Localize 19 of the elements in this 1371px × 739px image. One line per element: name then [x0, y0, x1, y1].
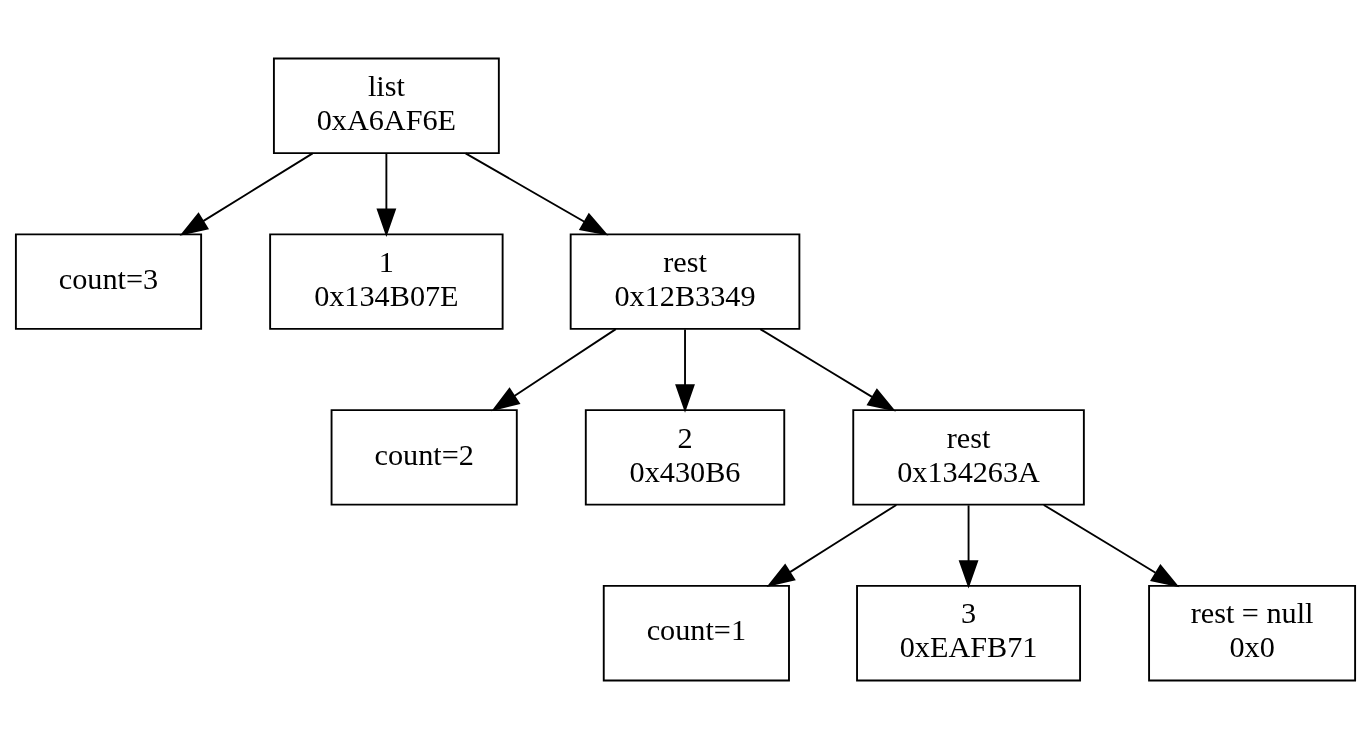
arrow	[958, 504, 979, 589]
node-box: 3 0xEAFB71	[856, 585, 1082, 682]
node-box: count=2	[330, 409, 518, 506]
node-box: 1 0x134B07E	[269, 233, 504, 330]
node-box: count=3	[14, 233, 203, 330]
node-box: rest 0x134263A	[852, 409, 1085, 506]
node-box: rest 0x12B3349	[569, 233, 801, 330]
arrow	[376, 152, 397, 237]
arrow	[491, 328, 617, 412]
node-box: list 0xA6AF6E	[272, 57, 500, 154]
arrow	[179, 152, 314, 236]
arrow	[675, 328, 695, 413]
arrow	[464, 152, 609, 236]
arrow	[759, 328, 896, 412]
arrow	[1042, 504, 1180, 588]
node-box: rest = null 0x0	[1148, 585, 1357, 682]
node-box: 2 0x430B6	[584, 409, 786, 506]
arrow	[766, 504, 898, 587]
node-box: count=1	[602, 585, 790, 682]
